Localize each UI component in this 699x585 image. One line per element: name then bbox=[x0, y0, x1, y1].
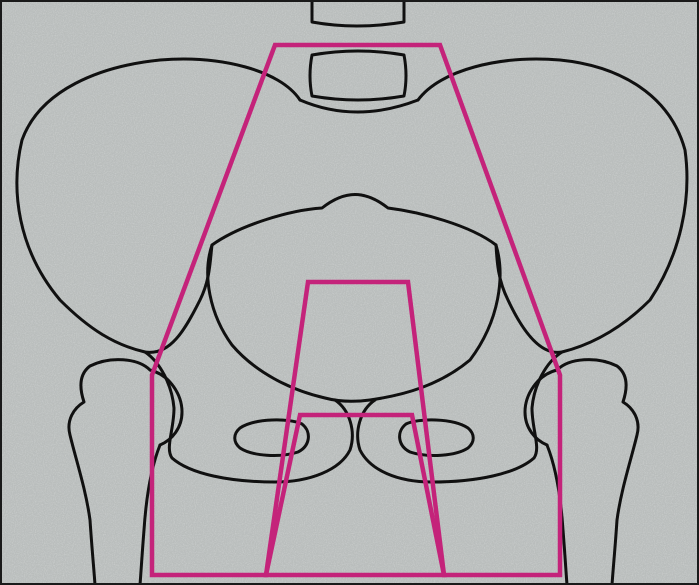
pelvis-field-diagram bbox=[0, 0, 699, 585]
film-grain bbox=[0, 0, 699, 585]
